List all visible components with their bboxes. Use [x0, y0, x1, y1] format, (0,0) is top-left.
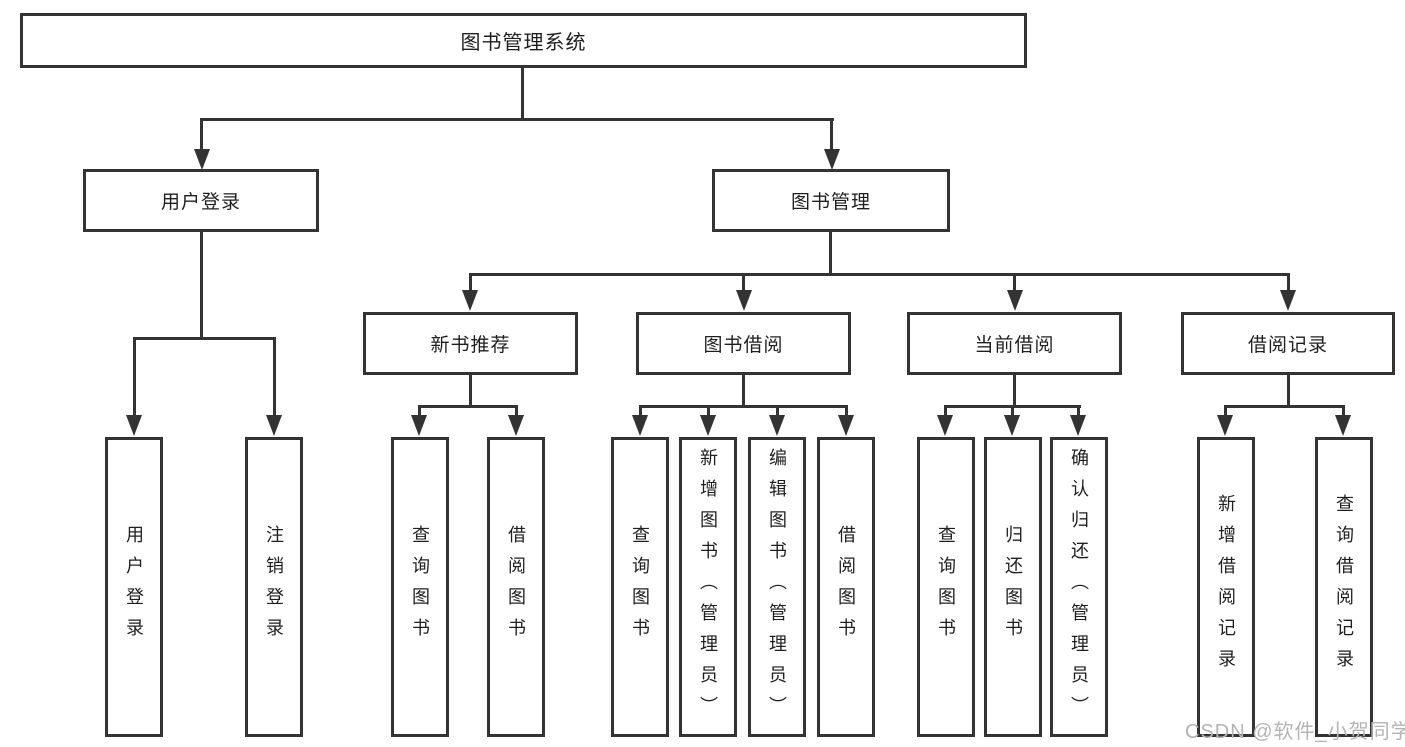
leaf-borrow-books-recommend-label: 借阅图书: [506, 525, 526, 649]
leaf-confirm-return-admin: 确认归还（管理员）: [1050, 437, 1108, 737]
connector-newbook-down: [469, 375, 472, 408]
leaf-query-borrow-record: 查询借阅记录: [1315, 437, 1373, 737]
connector-root-stem: [521, 68, 524, 121]
node-root: 图书管理系统: [20, 13, 1027, 68]
arrowhead-level3: [1007, 290, 1023, 311]
arrowhead-leaf: [700, 415, 716, 436]
leaf-confirm-return-admin-label: 确认归还（管理员）: [1069, 447, 1089, 727]
arrowhead-leaf: [632, 415, 648, 436]
node-new-book-recommend-label: 新书推荐: [430, 335, 511, 356]
leaf-logout-label: 注销登录: [264, 525, 284, 649]
connector-leaf-stem: [1011, 405, 1014, 418]
leaf-edit-book-admin-label: 编辑图书（管理员）: [767, 447, 787, 727]
leaf-return-book: 归还图书: [984, 437, 1042, 737]
node-book-management: 图书管理: [712, 169, 950, 232]
arrowhead-leaf: [266, 415, 282, 436]
leaf-borrow-books-borrow-label: 借阅图书: [836, 525, 856, 649]
leaf-borrow-books-recommend: 借阅图书: [487, 437, 545, 737]
leaf-query-books-recommend-label: 查询图书: [410, 525, 430, 649]
leaf-edit-book-admin: 编辑图书（管理员）: [748, 437, 806, 737]
leaf-add-book-admin-label: 新增图书（管理员）: [698, 447, 718, 727]
leaf-query-books-current: 查询图书: [917, 437, 975, 737]
connector-bookmgmt-stem: [830, 118, 833, 151]
arrowhead-leaf: [508, 415, 524, 436]
leaf-add-book-admin: 新增图书（管理员）: [679, 437, 737, 737]
arrowhead-bookmgmt: [824, 149, 840, 170]
arrowhead-leaf: [126, 415, 142, 436]
connector-leaf-stem: [944, 405, 947, 418]
node-book-management-label: 图书管理: [790, 192, 871, 213]
connector-level3-stem: [469, 273, 472, 293]
connector-userlogin-bar: [134, 337, 276, 340]
arrowhead-level3: [462, 290, 478, 311]
connector-level3-bar: [469, 273, 1290, 276]
leaf-user-login-label: 用户登录: [124, 525, 144, 649]
leaf-add-borrow-record: 新增借阅记录: [1197, 437, 1255, 737]
connector-records-down: [1287, 375, 1290, 408]
connector-leaf-stem: [273, 337, 276, 417]
arrowhead-leaf: [411, 415, 427, 436]
connector-leaf-stem: [515, 405, 518, 418]
csdn-watermark: CSDN @软件_小贺同学: [1185, 721, 1405, 743]
node-borrow-records-label: 借阅记录: [1247, 335, 1328, 356]
leaf-query-books-recommend: 查询图书: [391, 437, 449, 737]
connector-borrow-down: [742, 375, 745, 408]
connector-leaf-stem: [707, 405, 710, 418]
arrowhead-leaf: [937, 415, 953, 436]
leaf-logout: 注销登录: [245, 437, 303, 737]
leaf-query-books-borrow-label: 查询图书: [630, 525, 650, 649]
connector-level2-bar: [201, 118, 834, 121]
connector-leaf-stem: [1224, 405, 1227, 418]
connector-leaf-stem: [639, 405, 642, 418]
node-borrow-records: 借阅记录: [1181, 312, 1395, 375]
connector-leaf-stem: [1077, 405, 1080, 418]
leaf-add-borrow-record-label: 新增借阅记录: [1216, 494, 1236, 680]
connector-level3-stem: [1287, 273, 1290, 293]
leaf-query-books-current-label: 查询图书: [936, 525, 956, 649]
connector-newbook-bar: [419, 405, 518, 408]
connector-userlogin-stem: [200, 118, 203, 151]
node-new-book-recommend: 新书推荐: [363, 312, 578, 375]
connector-userlogin-down: [200, 232, 203, 340]
connector-records-bar: [1225, 405, 1345, 408]
arrowhead-leaf: [1217, 415, 1233, 436]
connector-level3-stem: [742, 273, 745, 293]
leaf-return-book-label: 归还图书: [1003, 525, 1023, 649]
leaf-borrow-books-borrow: 借阅图书: [817, 437, 875, 737]
node-book-borrow-label: 图书借阅: [703, 335, 784, 356]
arrowhead-leaf: [1004, 415, 1020, 436]
connector-borrow-bar: [639, 405, 848, 408]
arrowhead-leaf: [838, 415, 854, 436]
leaf-query-borrow-record-label: 查询借阅记录: [1334, 494, 1354, 680]
connector-leaf-stem: [776, 405, 779, 418]
connector-leaf-stem: [418, 405, 421, 418]
node-user-login: 用户登录: [83, 169, 319, 232]
leaf-query-books-borrow: 查询图书: [611, 437, 669, 737]
connector-level3-stem: [1013, 273, 1016, 293]
leaf-user-login: 用户登录: [105, 437, 163, 737]
connector-leaf-stem: [845, 405, 848, 418]
connector-leaf-stem: [1342, 405, 1345, 418]
node-current-borrow: 当前借阅: [907, 312, 1122, 375]
arrowhead-level3: [1280, 290, 1296, 311]
connector-leaf-stem: [133, 337, 136, 417]
node-book-borrow: 图书借阅: [636, 312, 851, 375]
connector-current-down: [1013, 375, 1016, 408]
arrowhead-leaf: [769, 415, 785, 436]
node-current-borrow-label: 当前借阅: [974, 335, 1055, 356]
node-root-label: 图书管理系统: [460, 32, 587, 54]
arrowhead-level3: [736, 290, 752, 311]
connector-bookmgmt-down: [829, 232, 832, 276]
arrowhead-leaf: [1335, 415, 1351, 436]
arrowhead-userlogin: [194, 149, 210, 170]
node-user-login-label: 用户登录: [160, 192, 241, 213]
arrowhead-leaf: [1070, 415, 1086, 436]
